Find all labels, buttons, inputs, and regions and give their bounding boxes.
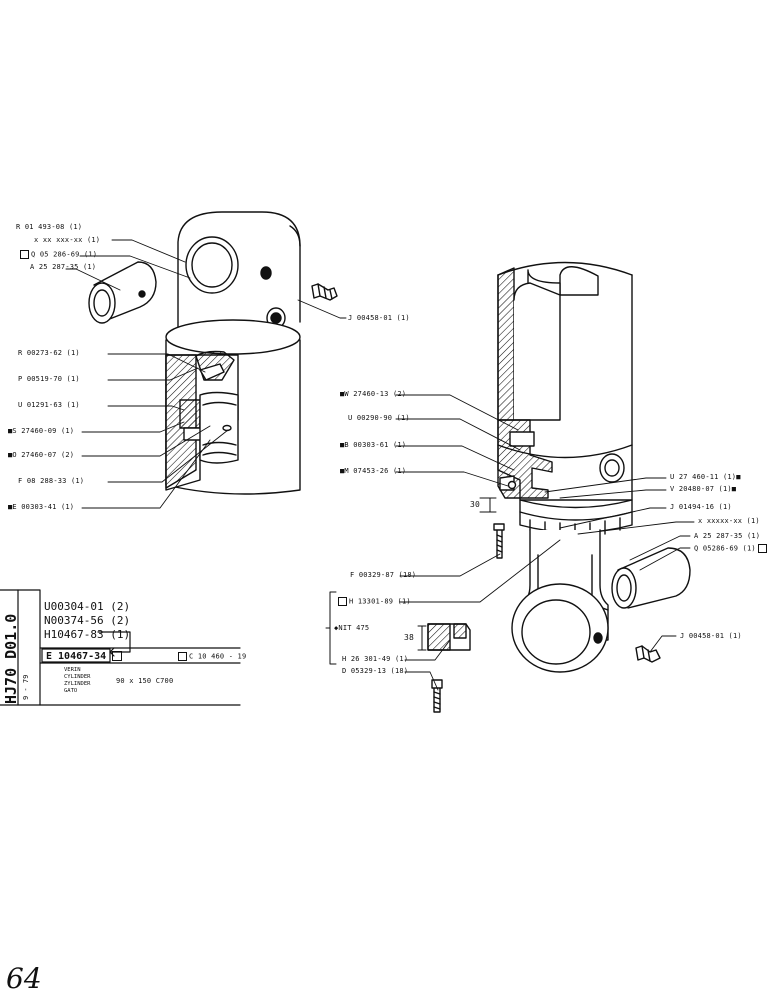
triangle-icon: ◆	[334, 624, 339, 632]
right-pin	[611, 547, 691, 609]
callout-text: H 13301-89 (1)	[349, 597, 411, 606]
callout-label: x xx xxx-xx (1)	[34, 236, 101, 244]
square-icon	[178, 652, 187, 661]
right-grease-nipple	[635, 645, 661, 663]
left-cylinder-body	[165, 319, 301, 495]
alt-ref-text: C 10 460 - 19	[189, 652, 247, 661]
dimension-label-lower: 38	[404, 633, 415, 642]
part-name: GATO	[64, 688, 78, 694]
callout-label: ◆NIT 475	[334, 624, 369, 633]
date: 9 - 79	[22, 674, 30, 700]
lower-flange-section	[427, 623, 471, 651]
part-name: CYLINDER	[64, 674, 91, 680]
left-cylinder-head	[177, 211, 301, 331]
callout-label: A 25 287-35 (1)	[30, 263, 97, 271]
callout-text: NIT 475	[338, 624, 370, 632]
leader-lines	[65, 239, 695, 691]
callout-label: H 26 301-49 (1)	[342, 655, 409, 663]
part-name: VERIN	[64, 667, 81, 673]
ref-line: N00374-56 (2)	[44, 614, 131, 627]
callout-label: J 01494-16 (1)	[670, 503, 732, 511]
sub-assembly-box-icon	[757, 544, 767, 553]
callout-label: A 25 287-35 (1)	[694, 532, 761, 540]
dimension-label-upper: 30	[470, 500, 481, 509]
alt-ref: C 10 460 - 19	[178, 652, 246, 662]
callout-label: P 00519-70 (1)	[18, 375, 80, 383]
callout-label: U 27 460-11 (1)■	[670, 473, 741, 481]
screw-lower	[431, 679, 443, 713]
callout-text: Q 05 286-69 (1)	[31, 250, 98, 259]
callout-label: Q 05286-69 (1)	[694, 544, 769, 554]
callout-label: V 20480-07 (1)■	[670, 485, 737, 493]
callout-label: ■S 27460-09 (1)	[8, 427, 75, 435]
sub-assembly-box-icon	[20, 250, 29, 259]
left-grease-nipple	[311, 283, 338, 301]
right-rod-and-eye	[511, 529, 609, 673]
callout-label: R 00273-62 (1)	[18, 349, 80, 357]
title-block	[0, 589, 241, 706]
callout-label: F 08 288-33 (1)	[18, 477, 85, 485]
callout-label: R 01 493-08 (1)	[16, 223, 83, 231]
screw-upper	[493, 523, 505, 559]
callout-label: ■O 27460-07 (2)	[8, 451, 75, 459]
part-name: ZYLINDER	[64, 681, 91, 687]
right-cylinder-gland	[497, 419, 633, 538]
nit-bracket	[325, 591, 337, 665]
dimension-lines	[417, 497, 497, 651]
vertical-code: HJ70 D01.0	[2, 613, 20, 704]
callout-label: ■W 27460-13 (2)	[340, 390, 407, 398]
callout-label: ■M 07453-26 (1)	[340, 467, 407, 475]
callout-label: U 00290-90 (1)	[348, 414, 410, 422]
callout-label: J 00458-01 (1)	[680, 632, 742, 640]
callout-label: J 00458-01 (1)	[348, 314, 410, 322]
callout-label: U 01291-63 (1)	[18, 401, 80, 409]
callout-label: x xxxxx-xx (1)	[698, 517, 760, 525]
callout-label: D 05329-13 (18)	[342, 667, 409, 675]
page-number: 64	[6, 962, 42, 995]
callout-label: ■E 00303-41 (1)	[8, 503, 75, 511]
sub-assembly-box-icon	[338, 597, 347, 606]
left-pin	[88, 261, 157, 324]
callout-label: F 00329-87 (18)	[350, 571, 417, 579]
callout-text: Q 05286-69 (1)	[694, 544, 756, 553]
callout-label: Q 05 286-69 (1)	[20, 250, 97, 260]
callout-label: ■B 00303-61 (1)	[340, 441, 407, 449]
ref-line: H10467-83 (1)	[44, 628, 131, 641]
spec: 90 x 150 C700	[116, 677, 174, 685]
callout-label: H 13301-89 (1)	[338, 597, 411, 607]
main-ref: E 10467-34	[46, 651, 107, 662]
ref-line: U00304-01 (2)	[44, 600, 131, 613]
sub-assembly-box-icon	[112, 651, 124, 661]
